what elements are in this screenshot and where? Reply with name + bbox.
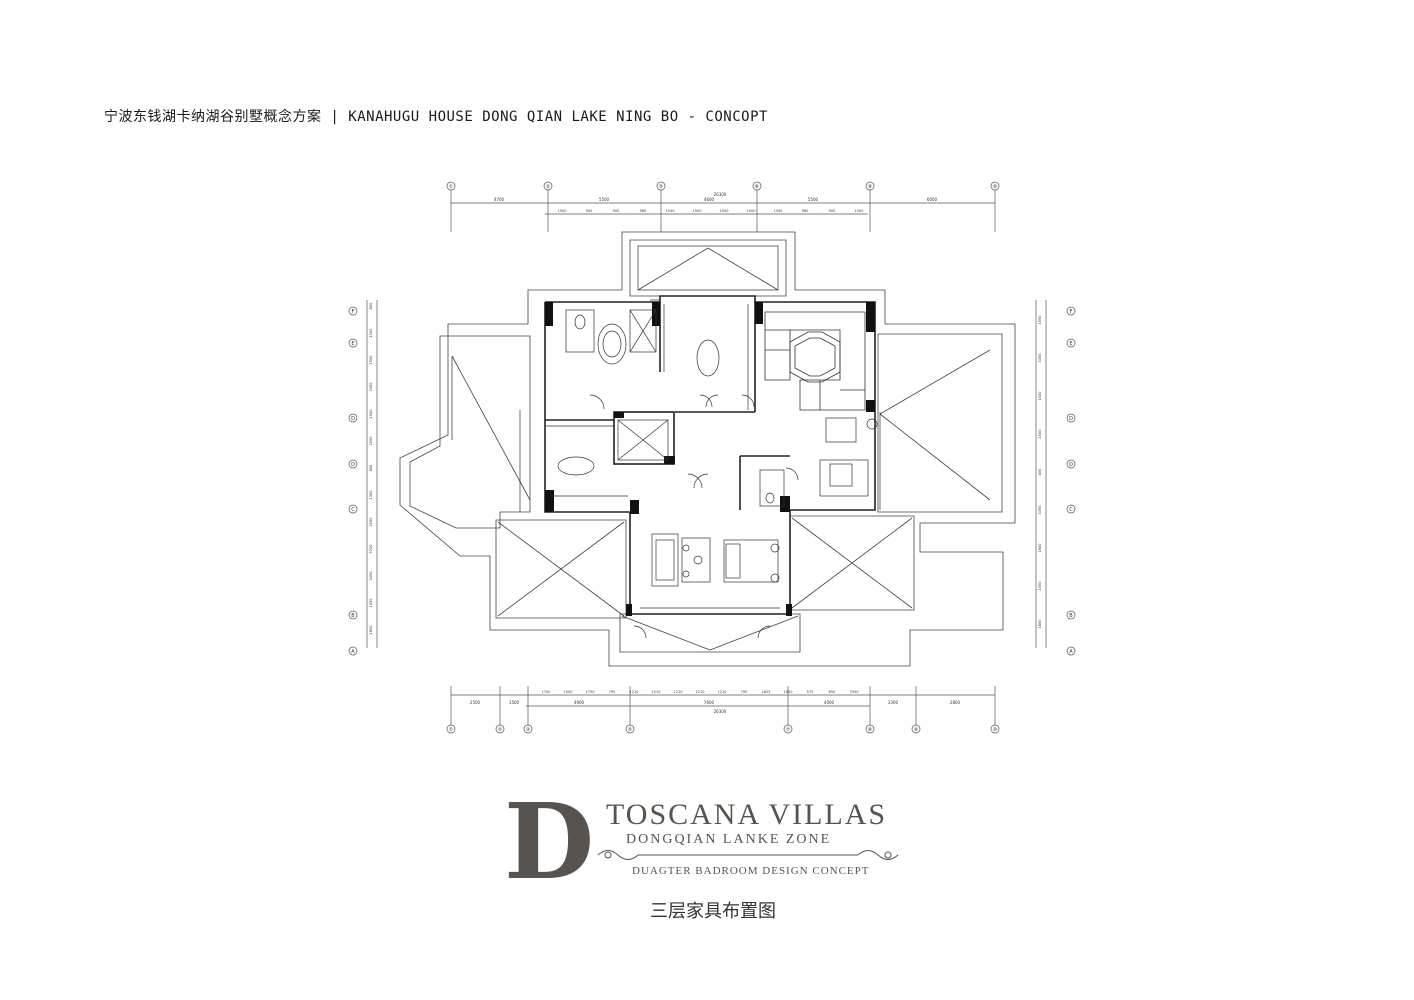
dimension-total: 26300 [714,192,727,197]
dimension-label: 2500 [369,437,373,446]
axis-label-bottom: ⑦ [786,727,791,733]
dimension-label: 1900 [1038,544,1042,553]
axis-label-bottom: ⑧ [868,727,873,733]
dimension-label: 790 [609,690,616,694]
dimension-label: 1700 [586,690,595,694]
axis-label-top: ① [449,184,454,190]
dimension-label: 4700 [494,197,505,202]
dimension-label: 1625 [762,690,771,694]
dimension-label: 960 [640,209,647,213]
dimension-label: 5500 [808,197,819,202]
dimension-label: 1210 [630,690,639,694]
axis-label-top: ③ [546,184,550,190]
axis-label-left: F [352,309,355,315]
dimension-label: 1210 [696,690,705,694]
dimension-label: 1500 [369,410,373,419]
page-title: 宁波东钱湖卡纳湖谷别墅概念方案 | KANAHUGU HOUSE DONG QI… [104,109,768,125]
dimension-label: 3300 [1038,354,1042,363]
dimension-label: 1500 [369,356,373,365]
dimension-label: 790 [741,690,748,694]
dimension-label: 2500 [470,700,481,705]
axis-label-top: ⑩ [993,184,998,190]
dimension-label: 1500 [693,209,702,213]
dimension-label: 6000 [927,197,938,202]
dimension-label: 3450 [369,572,373,581]
dimension-label: 1050 [369,599,373,608]
brand-concept: DUAGTER BADROOM DESIGN CONCEPT [632,865,870,877]
axis-label-left: C [351,507,355,513]
dimension-label: 1500 [784,690,793,694]
axis-label-bottom: ③ [526,727,530,733]
axis-label-bottom: ⑤ [628,727,632,733]
brand-title: TOSCANA VILLAS [606,798,888,831]
dimension-label: 5500 [599,197,610,202]
axis-label-bottom: ⑩ [993,727,998,733]
dimension-label: 800 [1038,469,1042,476]
dimension-label: 1300 [369,491,373,500]
dimension-label: 1500 [747,209,756,213]
axis-label-top: ⑥ [755,184,760,190]
dimension-total: 26300 [714,709,727,714]
dimension-label: 1210 [652,690,661,694]
dimension-label: 1500 [369,329,373,338]
dimension-label: 2800 [950,700,961,705]
dimension-label: 7600 [704,700,715,705]
axis-label-left: E [351,341,354,347]
dimension-label: 1500 [855,209,864,213]
dimension-label: 575 [807,690,814,694]
plan-caption: 三层家具布置图 [650,901,776,922]
axis-label-bottom: ① [449,727,454,733]
dimension-label: 1500 [1038,430,1042,439]
dimension-label: 850 [829,690,836,694]
brand-subtitle: DONGQIAN LANKE ZONE [626,832,832,847]
dimension-label: 900 [613,209,620,213]
axis-label-bottom: ② [498,727,503,733]
axis-label-right: C [1069,507,1073,513]
axis-label-top: ⑤ [659,184,663,190]
dimension-label: 1500 [558,209,567,213]
dimension-label: 5700 [369,545,373,554]
dimension-label: 1210 [718,690,727,694]
axis-label-right: F [1070,309,1073,315]
dimension-label: 1800 [369,626,373,635]
dimension-label: 1540 [666,209,675,213]
dimension-label: 1050 [1038,316,1042,325]
dimension-label: 3300 [369,383,373,392]
axis-label-left: A [351,649,355,655]
dimension-label: 900 [586,209,593,213]
axis-label-left: D [351,462,355,468]
flourish-icon [597,850,899,860]
dimension-label: 960 [802,209,809,213]
dimension-label: 4000 [824,700,835,705]
dimension-label: 900 [829,209,836,213]
dimension-label: 2500 [369,518,373,527]
dimension-label: 1500 [509,700,520,705]
brand-monogram: D [504,780,595,903]
dimension-label: 1540 [774,209,783,213]
dimension-label: 3350 [1038,506,1042,515]
dimension-label: 1210 [674,690,683,694]
dimension-label: 1700 [542,690,551,694]
dimension-label: 800 [369,465,373,472]
axis-label-right: B [1069,613,1073,619]
axis-label-right: D [1069,416,1073,422]
axis-label-bottom: ⑨ [914,727,918,733]
axis-label-right: D [1069,462,1073,468]
axis-label-right: E [1069,341,1072,347]
dimension-label: 1800 [1038,620,1042,629]
dimension-label: 800 [369,303,373,310]
axis-label-left: D [351,416,355,422]
dimension-label: 3350 [850,690,859,694]
dimension-label: 1050 [1038,582,1042,591]
dimension-label: 1500 [720,209,729,213]
dimension-label: 4900 [574,700,585,705]
dimension-label: 4600 [704,197,715,202]
dimension-label: 1500 [1038,392,1042,401]
dimension-label: 3300 [888,700,899,705]
axis-label-right: A [1069,649,1073,655]
dimension-label: 1500 [564,690,573,694]
axis-label-top: ⑧ [868,184,873,190]
axis-label-left: B [351,613,355,619]
